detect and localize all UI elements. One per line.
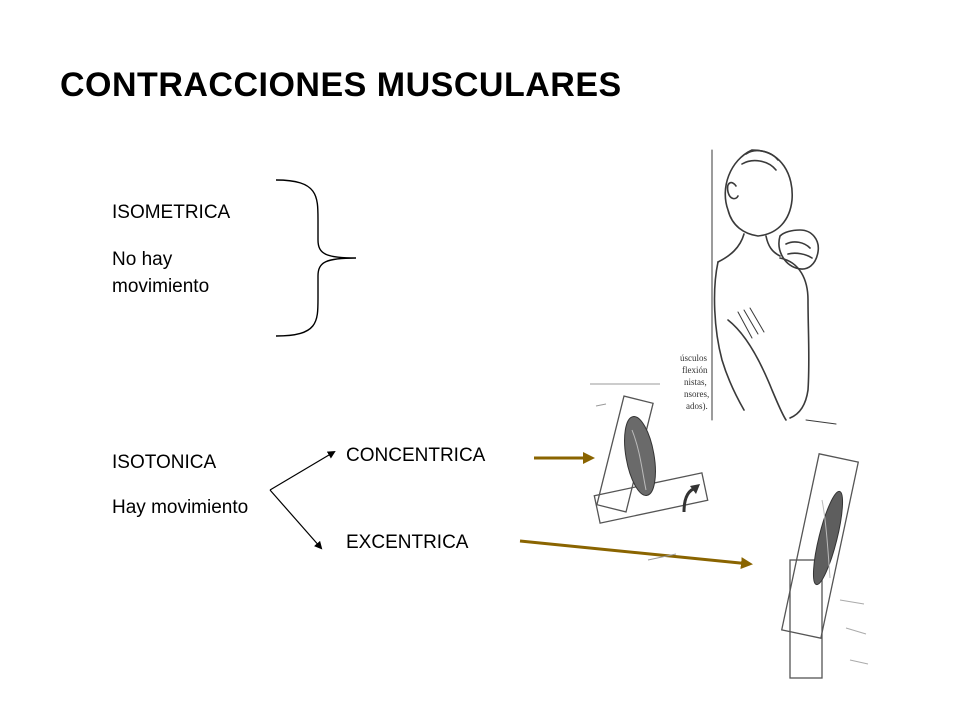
figure-caption: úsculos flexión nistas, nsores, ados). [680,353,709,411]
eccentric-pointer-arrow [519,539,753,570]
isotonic-description: Hay movimiento [112,497,249,518]
isotonic-label: ISOTONICA [112,452,217,473]
curly-brace-icon [275,179,357,337]
branch-arrows-icon [269,450,336,550]
isometric-description: No hay movimiento [112,249,210,297]
isometric-label: ISOMETRICA [112,202,231,223]
concentric-muscle-illustration [590,383,709,561]
caption-line: nistas, [684,377,707,387]
caption-line: nsores, [684,389,709,399]
eccentric-label: EXCENTRICA [346,532,469,553]
isometric-figure-illustration [711,149,837,425]
caption-line: ados). [686,401,708,411]
caption-line: úsculos [680,353,707,363]
caption-line: flexión [682,365,708,375]
eccentric-muscle-illustration [780,453,869,679]
concentric-label: CONCENTRICA [346,445,486,466]
page-title: CONTRACCIONES MUSCULARES [60,66,622,104]
